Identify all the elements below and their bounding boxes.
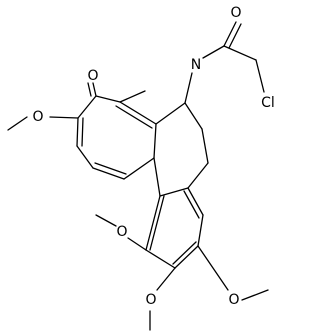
bond-trop-double (92, 167, 125, 180)
bond-ome-3-methyl (241, 289, 269, 301)
bond-benz (145, 249, 176, 269)
structure-canvas: O O N H O Cl O O O (7, 5, 275, 331)
atom-o-methoxy-tropolone: O (32, 109, 43, 125)
bond-trop (153, 123, 157, 159)
bond-trop-double (119, 101, 157, 125)
bond-ome-trop-methyl (7, 116, 28, 131)
bond-ketone (87, 82, 92, 97)
bond-benz-double (174, 245, 199, 269)
bond-trop (123, 157, 155, 180)
bond-center (201, 128, 209, 164)
bond-carbonyl (228, 23, 242, 49)
bond-ch2-cl (255, 59, 265, 93)
bond-ome-2 (156, 267, 176, 291)
bond-benz-double (172, 241, 197, 265)
atom-chlorine: Cl (261, 95, 275, 111)
bond-trop-double (115, 105, 153, 129)
bond-trop-double (94, 162, 127, 175)
atom-o-methoxy-2: O (145, 292, 156, 308)
bond-c-n (184, 72, 193, 104)
bond-trop (77, 95, 97, 119)
bond-benz (197, 214, 204, 247)
bond-center (187, 162, 209, 189)
atom-o-methoxy-3: O (228, 292, 239, 308)
bond-center (155, 102, 186, 125)
bond-ketone (92, 82, 97, 97)
bond-layer (7, 21, 269, 331)
bond-benz-double (145, 195, 161, 251)
bond-trop-double (76, 117, 79, 147)
atom-o-methoxy-1: O (116, 224, 127, 240)
bond-benz-double (149, 195, 165, 251)
bond-benz (159, 187, 189, 197)
atom-n-amide: N (191, 57, 201, 73)
bond-ome-3 (197, 245, 229, 291)
bond-n-c (202, 45, 225, 59)
bond-trop (119, 90, 146, 103)
atom-o-ketone: O (87, 68, 98, 84)
bond-benz-double (183, 190, 200, 219)
bond-center (184, 102, 203, 130)
atom-o-amide: O (230, 5, 241, 21)
bond-trop (76, 145, 94, 169)
bond-trop (95, 95, 121, 103)
bond-ome-1 (127, 237, 147, 251)
bond-carbonyl (223, 21, 237, 47)
bond-trop-double (81, 117, 84, 147)
bond-ome-1-methyl (95, 214, 117, 227)
chemical-structure-diagram: O O N H O Cl O O O (7, 5, 275, 331)
atom-label-layer: O O N H O Cl O O O (32, 5, 274, 308)
bond-benz-double (187, 187, 204, 216)
bond-ome-trop (49, 116, 79, 119)
bond-center (153, 157, 161, 197)
